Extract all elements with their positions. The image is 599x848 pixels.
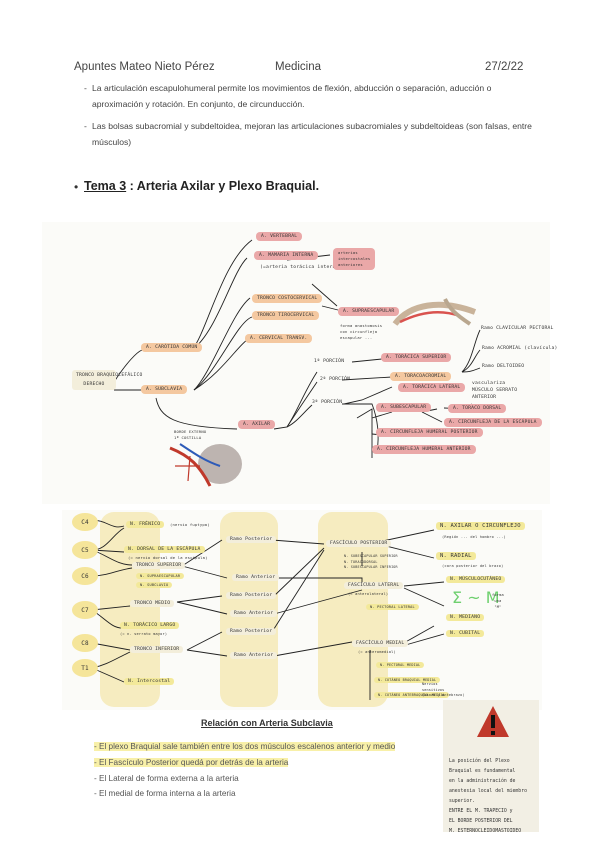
toracico-subtitle: (= n. serrato mayor) [120, 632, 168, 636]
node-fasciculo-medial: FASCÍCULO MEDIAL [352, 640, 409, 647]
node-tronco-inferior: TRONCO INFERIOR [130, 646, 184, 653]
node-frenico: N. FRÉNICO [126, 521, 165, 528]
section-title: Tema 3 : Arteria Axilar y Plexo Braquial… [84, 179, 320, 193]
porcion-3: 3ª PORCIÓN [312, 400, 343, 405]
band-2 [220, 512, 278, 707]
node-mamaria-interna: A. MAMARIA INTERNA [254, 251, 319, 260]
warning-icon [477, 706, 509, 737]
axilar-subtitle: (Región ... del hombro ...) [442, 535, 506, 539]
band-1 [100, 512, 160, 707]
rama-clavicular: Ramo CLAVICULAR PECTORAL [481, 326, 554, 331]
node-subescapular: A. SUBESCAPULAR [376, 403, 432, 412]
porcion-1: 1ª PORCIÓN [314, 359, 345, 364]
node-radial: N. RADIAL [436, 552, 476, 560]
relacion-item-3: - El Lateral de forma externa a la arter… [94, 774, 239, 783]
header-author: Apuntes Mateo Nieto Pérez [74, 61, 215, 73]
node-toracica-superior: A. TORÁCICA SUPERIOR [381, 353, 452, 362]
relacion-item-1: - El plexo Braquial sale también entre l… [94, 742, 396, 751]
ramo-posterior-1: Ramo Posterior [226, 536, 277, 543]
node-musculocutaneo: N. MÚSCULOCUTÁNEO [446, 576, 506, 583]
radial-subtitle: (cara posterior del brazo) [442, 564, 504, 568]
header-date: 27/2/22 [485, 61, 524, 73]
node-tronco-costocervical: TRONCO COSTOCERVICAL [252, 294, 323, 303]
bullet-1: -La articulación escapulohumeral permite… [84, 83, 492, 109]
root-c7: C7 [72, 601, 98, 619]
node-tronco-superior: TRONCO SUPERIOR [132, 562, 186, 569]
node-subclavia: A. SUBCLAVIA [141, 385, 188, 394]
fm-subtitle: (= anteromedial) [358, 650, 396, 654]
node-dorsal-escapula: N. DORSAL DE LA ESCÁPULA [124, 546, 205, 553]
node-pectoral-medial: N. PECTORAL MEDIAL [376, 662, 425, 668]
node-axilar: A. AXILAR [238, 420, 276, 429]
frenico-note: (nervio fuptypa) [170, 522, 210, 527]
mamaria-subtitle: (=arteria torácica interna) [260, 265, 342, 270]
relacion-item-4: - El medial de forma interna a la arteri… [94, 789, 236, 798]
bullet-2: -Las bolsas subacromial y subdeltoidea, … [84, 121, 532, 147]
node-toracica-lateral: A. TORÁCICA LATERAL [398, 383, 466, 392]
node-mediano: N. MEDIANO [446, 614, 485, 621]
sigma-m: Σ ~ M [452, 588, 500, 607]
node-cubital: N. CUBITAL [446, 630, 485, 637]
node-pectoral-lateral: N. PECTORAL LATERAL [366, 604, 419, 610]
node-toracoacromial: A. TORACOACROMIAL [390, 372, 452, 381]
node-circunfleja-posterior: A. CIRCUNFLEJA HUMERAL POSTERIOR [376, 428, 483, 437]
shoulder-illustration [392, 298, 477, 326]
node-supraescapular: A. SUPRAESCAPULAR [338, 307, 400, 316]
plexo-diagram: C4 C5 C6 C7 C8 T1 N. FRÉNICO (nervio fup… [62, 510, 542, 710]
root-t1: T1 [72, 659, 98, 677]
root-c4: C4 [72, 513, 98, 531]
porcion-2: 2ª PORCIÓN [320, 377, 351, 382]
root-c6: C6 [72, 567, 98, 585]
ramo-anterior-1: Ramo Anterior [232, 574, 280, 581]
node-supraescapular-nerve: N. SUPRAESCAPULAR [136, 573, 185, 579]
ramo-anterior-2: Ramo Anterior [230, 610, 278, 617]
node-cutaneo-braquial: N. CUTÁNEO BRAQUIAL MEDIAL [374, 677, 441, 683]
node-fasciculo-lateral: FASCÍCULO LATERAL [344, 582, 404, 589]
fl-subtitle: (= anterolateral) [348, 592, 389, 596]
bullet-dot: • [74, 180, 79, 194]
ramo-anterior-3: Ramo Anterior [230, 652, 278, 659]
rama-deltoidea: Ramo DELTOIDEO [482, 364, 525, 369]
ramo-posterior-2: Ramo Posterior [226, 592, 277, 599]
node-toracodorsal: A. TORACO DORSAL [448, 404, 507, 413]
root-c8: C8 [72, 634, 98, 652]
node-circunfleja-escapula: A. CIRCUNFLEJA DE LA ESCÁPULA [444, 418, 542, 427]
node-fasciculo-posterior: FASCÍCULO POSTERIOR [326, 540, 392, 547]
node-vertebral: A. VERTEBRAL [256, 232, 303, 241]
node-subclavio: N. SUBCLAVIO [136, 582, 173, 588]
node-toracico-largo: N. TORÁCICO LARGO [120, 622, 180, 629]
node-cutaneo-antebraquial: N. CUTÁNEO ANTEBRAQUIAL MEDIAL [374, 692, 450, 698]
node-intercostal: N. Intercostal [124, 678, 175, 685]
header-subject: Medicina [275, 61, 322, 73]
node-circunfleja-anterior: A. CIRCUNFLEJA HUMERAL ANTERIOR [372, 445, 476, 454]
node-axilar-nerve: N. AXILAR O CIRCUNFLEJO [436, 522, 525, 530]
rama-acromial: Ramo ACROMIAL (clavícula) [482, 346, 558, 351]
relacion-title: Relación con Arteria Subclavia [201, 718, 333, 728]
axilar-illustration [169, 443, 242, 487]
dorsal-subtitle: (= nervio dorsal de la escápula) [128, 555, 208, 560]
relacion-item-2: - El Fascículo Posterior quedá por detrá… [94, 758, 289, 767]
node-tronco-medio: TRONCO MEDIO [130, 600, 175, 607]
ramo-posterior-3: Ramo Posterior [226, 628, 277, 635]
node-carotida-comun: A. CARÓTIDA COMÚN [141, 343, 203, 352]
node-cervical-transversa: A. CERVICAL TRANSV. [245, 334, 313, 343]
node-tronco-tirocervical: TRONCO TIROCERVICAL [252, 311, 320, 320]
root-c5: C5 [72, 541, 98, 559]
